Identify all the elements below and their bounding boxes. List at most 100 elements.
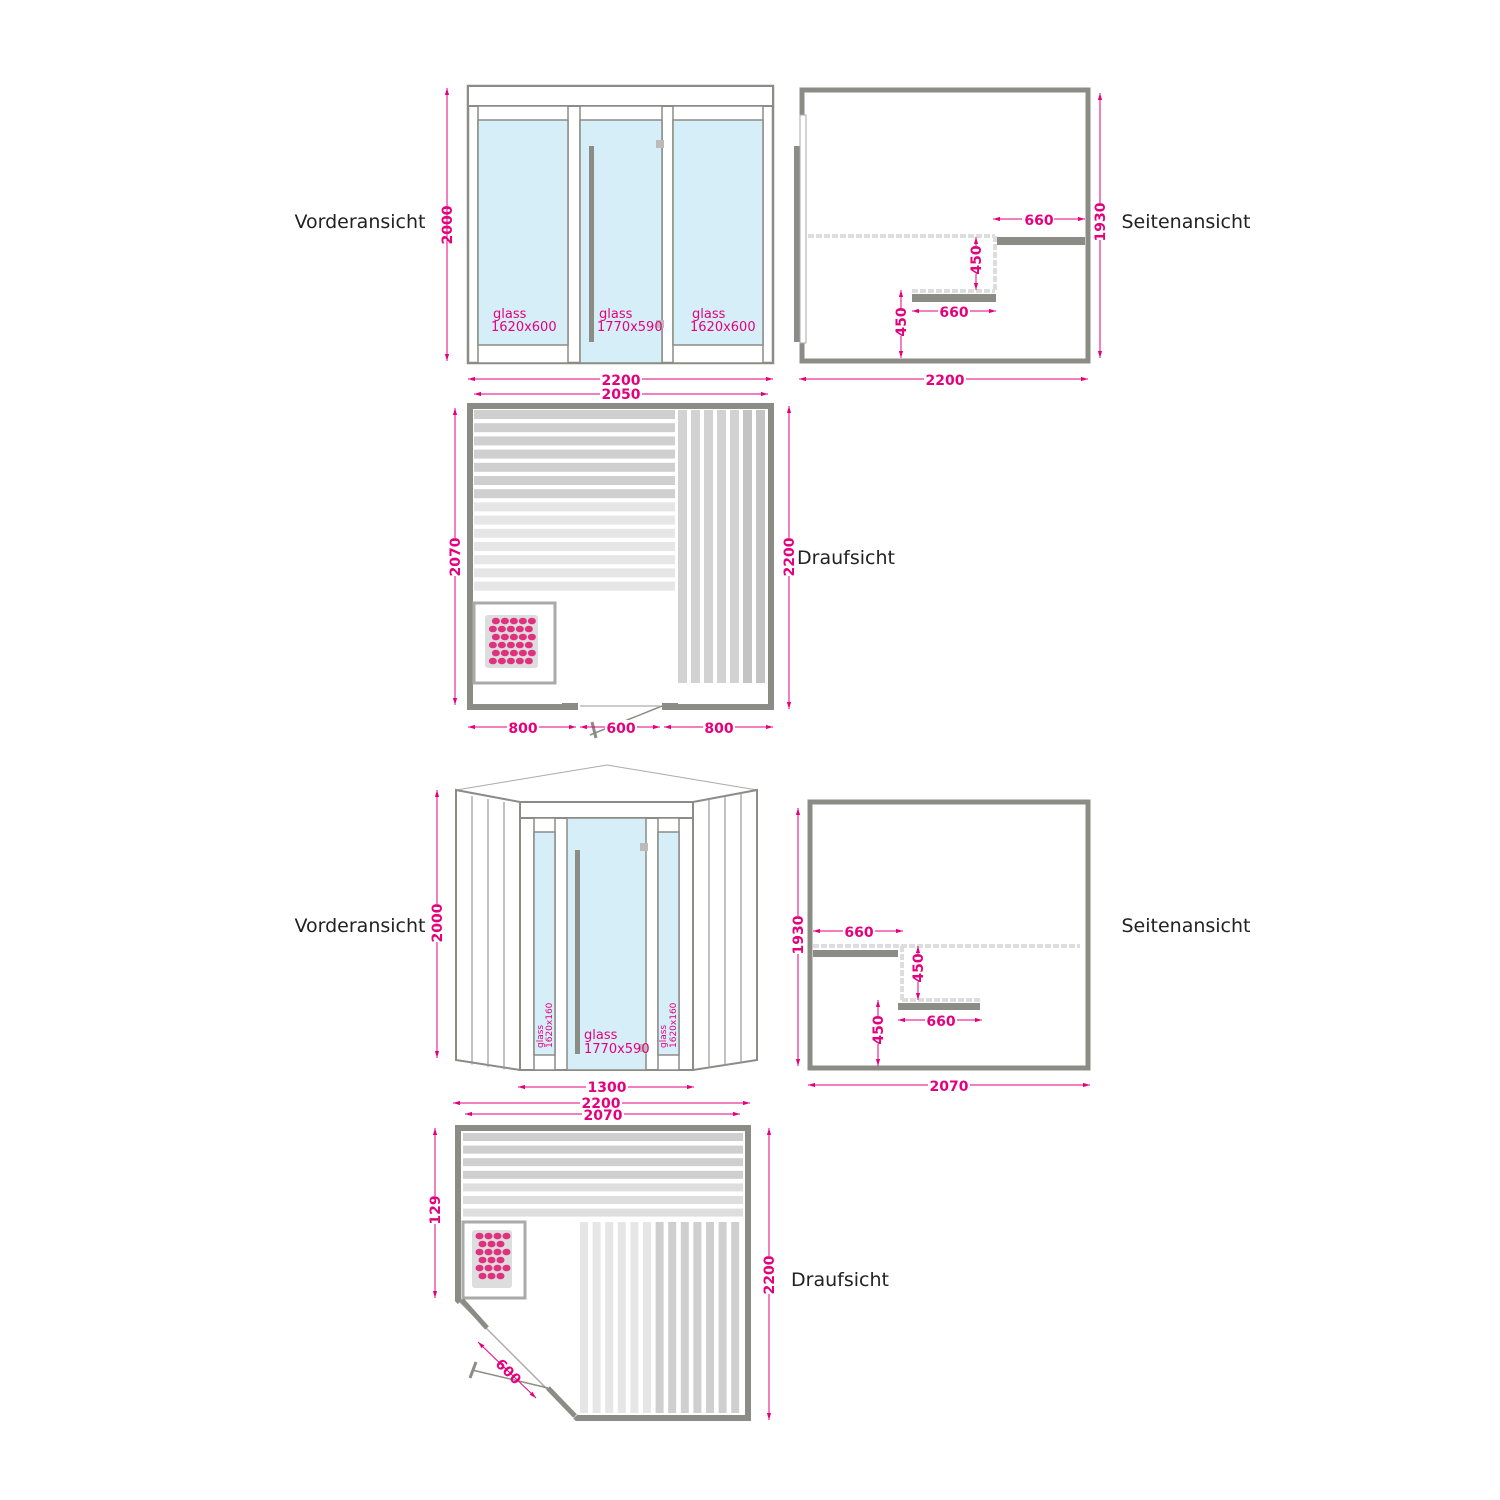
stone xyxy=(524,657,533,665)
stone xyxy=(478,1256,487,1264)
stone xyxy=(506,657,515,665)
stone xyxy=(484,1232,493,1240)
glass-label: glass xyxy=(584,1028,618,1043)
stone xyxy=(488,657,497,665)
dim-bench-upper: 660 xyxy=(844,925,873,941)
stone xyxy=(497,641,506,649)
bench-slat xyxy=(643,1222,651,1413)
bench-slat xyxy=(474,502,675,512)
bench-slat xyxy=(691,410,700,683)
stone xyxy=(488,625,497,633)
stone xyxy=(509,649,518,657)
sauna1-top-view: 2070 2200 800 600 800 xyxy=(448,403,798,739)
view-label: Draufsicht xyxy=(797,547,895,569)
stone xyxy=(478,1272,487,1280)
dim-height: 1930 xyxy=(1093,202,1109,241)
glass-size: 1770x590 xyxy=(597,320,663,335)
stone xyxy=(500,617,509,625)
stone xyxy=(500,649,509,657)
stone xyxy=(497,657,506,665)
glass-label: glass xyxy=(659,1025,669,1048)
stone xyxy=(500,633,509,641)
bench-slat xyxy=(463,1196,743,1204)
door-handle xyxy=(575,850,580,1054)
glass-panel-right xyxy=(672,119,764,346)
bench-slat xyxy=(474,489,675,499)
dim-width: 2070 xyxy=(930,1079,969,1095)
bench-slat xyxy=(474,476,675,485)
heater-stones-icon xyxy=(488,617,536,665)
bench-slat xyxy=(474,555,675,565)
bench-slat xyxy=(704,410,713,683)
hinge-icon xyxy=(640,843,648,851)
stone xyxy=(491,633,500,641)
view-label: Seitenansicht xyxy=(1121,211,1250,233)
bench-slat xyxy=(717,410,726,683)
bench-slat xyxy=(474,462,675,472)
sauna2-side-view: 660 450 660 450 1930 2070 xyxy=(791,799,1091,1095)
stone xyxy=(509,633,518,641)
glass-label: glass xyxy=(692,307,726,322)
bench-slat xyxy=(463,1145,743,1154)
hinge-icon xyxy=(640,1044,648,1052)
dim-depth-inner: 2070 xyxy=(448,537,464,576)
bench-slat xyxy=(756,410,765,683)
bench-slat xyxy=(474,515,675,525)
dim-bench-upper-height: 450 xyxy=(969,245,985,274)
dim-left: 800 xyxy=(508,721,537,737)
sauna2-front-view: glass 1620x160 glass 1770x590 glass 1620… xyxy=(430,764,758,1124)
dim-height: 2000 xyxy=(440,205,456,244)
stone xyxy=(496,1272,505,1280)
bench-slat xyxy=(680,1222,689,1413)
sauna2-top-view: 600 129 2200 xyxy=(428,1125,778,1421)
bench-slat xyxy=(474,568,675,578)
stone xyxy=(487,1240,496,1248)
bench-slat xyxy=(630,1222,639,1413)
glass-label: glass xyxy=(536,1025,546,1048)
stone xyxy=(487,1272,496,1280)
dim-bench-lower-height: 450 xyxy=(894,307,910,336)
stone xyxy=(484,1248,493,1256)
bench-slat xyxy=(731,1222,740,1413)
sauna1-side-view: 660 450 660 450 1930 2200 xyxy=(794,87,1109,389)
stone xyxy=(524,625,533,633)
dim-bench-lower: 660 xyxy=(926,1014,955,1030)
stone xyxy=(515,641,524,649)
dim-depth-outer: 2200 xyxy=(762,1255,778,1294)
dim-bench-lower: 660 xyxy=(939,305,968,321)
stone xyxy=(502,1264,511,1272)
bench-slat xyxy=(617,1222,626,1413)
stone xyxy=(475,1232,484,1240)
bench-slat xyxy=(655,1222,664,1413)
stone xyxy=(484,1264,493,1272)
bench-slat xyxy=(463,1208,743,1217)
view-label: Draufsicht xyxy=(791,1269,889,1291)
dim-bench-upper-height: 450 xyxy=(911,953,927,982)
bench-slat xyxy=(718,1222,727,1413)
sauna1-front-view: glass 1620x600 glass 1770x590 glass 1620… xyxy=(440,84,775,403)
stone xyxy=(478,1240,487,1248)
stone xyxy=(493,1232,502,1240)
bench-slat xyxy=(706,1222,714,1413)
stone xyxy=(506,625,515,633)
dim-center-width: 1300 xyxy=(588,1080,627,1096)
stone xyxy=(491,617,500,625)
bench-slat xyxy=(474,423,675,433)
bench-slat xyxy=(463,1170,743,1179)
dim-depth: 129 xyxy=(428,1195,444,1224)
stone xyxy=(493,1264,502,1272)
view-label: Seitenansicht xyxy=(1121,915,1250,937)
dim-width-inner: 2050 xyxy=(602,387,641,403)
glass-panel-left xyxy=(477,119,569,346)
stone xyxy=(493,1248,502,1256)
stone xyxy=(491,649,500,657)
bench-slat xyxy=(474,542,675,551)
stone xyxy=(524,641,533,649)
bench-slat xyxy=(668,1222,677,1413)
dim-bench-lower-height: 450 xyxy=(871,1015,887,1044)
dim-right: 800 xyxy=(704,721,733,737)
stone xyxy=(487,1256,496,1264)
bench-slat xyxy=(580,1222,588,1413)
stone xyxy=(496,1240,505,1248)
